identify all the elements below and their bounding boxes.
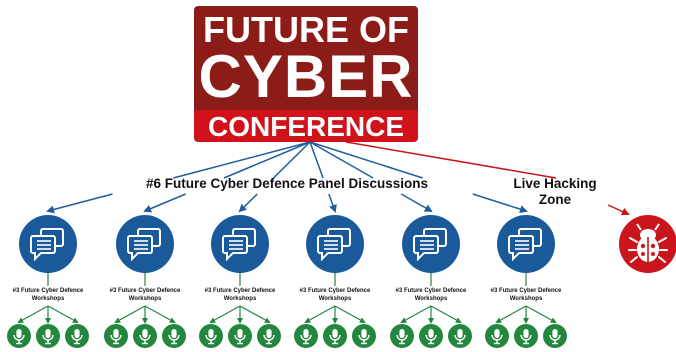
logo-line-2: CYBER	[198, 43, 414, 110]
microphone-icon	[520, 329, 532, 345]
microphone-icon	[71, 329, 83, 345]
workshop-label: #3 Future Cyber Defence Workshops	[109, 288, 181, 302]
workshop-label: #3 Future Cyber Defence Workshops	[204, 288, 276, 302]
workshop-arrow	[47, 305, 79, 323]
panel-connector-arrow	[143, 193, 186, 213]
workshop-label: #3 Future Cyber Defence Workshops	[299, 288, 371, 302]
workshop-arrow	[400, 305, 432, 323]
microphone-icon	[358, 329, 370, 345]
panel-discussion-node	[116, 215, 174, 273]
chat-bubbles-icon	[508, 228, 542, 262]
microphone-icon	[110, 329, 122, 345]
workshop-node	[228, 324, 252, 348]
microphone-icon	[425, 329, 437, 345]
logo-line-1: FUTURE OF	[203, 9, 409, 50]
workshop-node	[133, 324, 157, 348]
microphone-icon	[549, 329, 561, 345]
workshop-node	[294, 324, 318, 348]
microphone-icon	[263, 329, 275, 345]
live-hacking-connector-arrow	[607, 204, 630, 216]
microphone-icon	[139, 329, 151, 345]
microphone-icon	[454, 329, 466, 345]
workshop-node	[323, 324, 347, 348]
workshop-label: #3 Future Cyber Defence Workshops	[490, 288, 562, 302]
microphone-icon	[300, 329, 312, 345]
workshop-node	[104, 324, 128, 348]
panel-discussion-node	[19, 215, 77, 273]
panel-connector-arrow	[238, 193, 258, 213]
panel-discussion-node	[306, 215, 364, 273]
microphone-icon	[491, 329, 503, 345]
workshop-node	[514, 324, 538, 348]
logo-bottom-block: CONFERENCE	[194, 110, 418, 142]
workshop-arrow	[114, 305, 146, 323]
panel-discussion-node	[497, 215, 555, 273]
workshop-arrow	[304, 305, 336, 323]
workshop-node	[543, 324, 567, 348]
workshop-node	[36, 324, 60, 348]
panel-discussion-node	[402, 215, 460, 273]
microphone-icon	[329, 329, 341, 345]
panel-connector-upper	[309, 141, 374, 179]
panel-discussions-label: #6 Future Cyber Defence Panel Discussion…	[145, 176, 429, 191]
workshop-arrow	[239, 305, 271, 323]
logo-top-block: FUTURE OF CYBER	[194, 6, 418, 110]
chat-bubbles-icon	[30, 228, 64, 262]
workshop-label: #3 Future Cyber Defence Workshops	[12, 288, 84, 302]
workshop-node	[448, 324, 472, 348]
workshop-arrow	[144, 305, 176, 323]
workshop-node	[162, 324, 186, 348]
workshop-arrow	[495, 305, 527, 323]
panel-connector-upper	[223, 141, 311, 179]
panel-connector-arrow	[472, 193, 528, 213]
live-hacking-connector-upper	[345, 141, 557, 179]
chat-bubbles-icon	[222, 228, 256, 262]
microphone-icon	[396, 329, 408, 345]
workshop-node	[352, 324, 376, 348]
panel-connector-upper	[309, 141, 423, 179]
chat-bubbles-icon	[317, 228, 351, 262]
workshop-arrow	[17, 305, 49, 323]
microphone-icon	[13, 329, 25, 345]
workshop-arrow	[430, 305, 462, 323]
microphone-icon	[168, 329, 180, 345]
microphone-icon	[42, 329, 54, 345]
workshop-node	[419, 324, 443, 348]
logo-line-3: CONFERENCE	[207, 111, 404, 142]
microphone-icon	[205, 329, 217, 345]
workshop-arrow	[334, 305, 366, 323]
panel-discussion-node	[211, 215, 269, 273]
microphone-icon	[234, 329, 246, 345]
panel-connector-arrow	[46, 193, 113, 214]
workshop-arrow	[525, 305, 557, 323]
panel-connector-upper	[309, 141, 324, 179]
workshop-node	[65, 324, 89, 348]
workshop-label: #3 Future Cyber Defence Workshops	[395, 288, 467, 302]
workshop-node	[7, 324, 31, 348]
panel-connector-arrow	[328, 193, 337, 213]
workshop-node	[390, 324, 414, 348]
workshop-node	[485, 324, 509, 348]
workshop-arrow	[209, 305, 241, 323]
conference-logo: FUTURE OF CYBER CONFERENCE	[194, 6, 418, 142]
panel-connector-arrow	[400, 193, 433, 212]
chat-bubbles-icon	[413, 228, 447, 262]
live-hacking-label: Live Hacking Zone	[513, 176, 597, 207]
workshop-node	[257, 324, 281, 348]
workshop-node	[199, 324, 223, 348]
panel-connector-upper	[173, 141, 311, 179]
panel-connector-upper	[272, 141, 311, 179]
chat-bubbles-icon	[127, 228, 161, 262]
bug-icon	[619, 215, 676, 273]
